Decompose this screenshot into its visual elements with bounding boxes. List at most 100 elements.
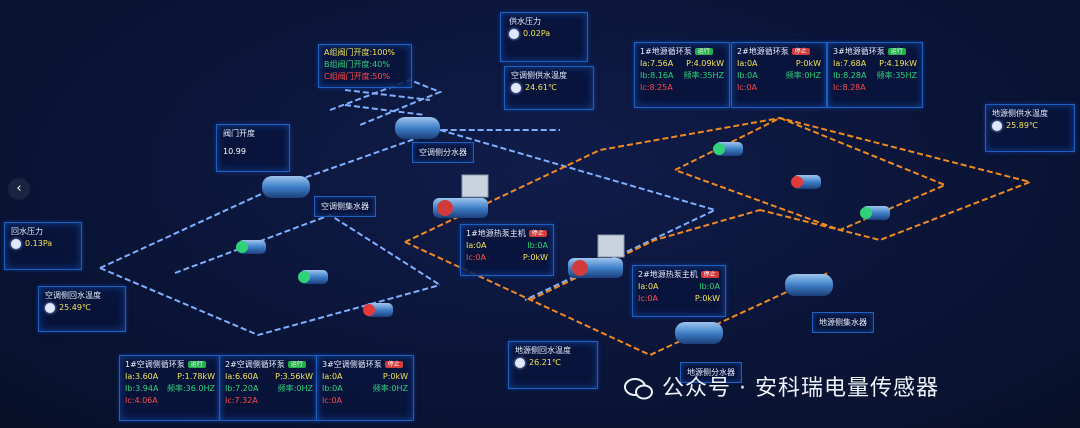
hp1-p: P:0kW <box>522 253 548 262</box>
gsp3-ia: Ia:7.68A <box>833 59 867 68</box>
acp1-ic: Ic:4.06A <box>125 396 158 405</box>
gauge-icon <box>11 238 21 249</box>
acp1-f: 频率:36.0HZ <box>166 384 215 393</box>
ac-pump-3 <box>363 303 393 317</box>
gsp2-ia: Ia:0A <box>737 59 758 68</box>
ac-supply-temp-panel: 空调侧供水温度 24.61℃ <box>504 66 594 110</box>
watermark: 公众号 · 安科瑞电量传感器 <box>624 370 939 402</box>
ac-pipe-main-2 <box>99 267 441 337</box>
gsp2-ib: Ib:0A <box>737 71 758 80</box>
supply-pressure-title: 供水压力 <box>509 17 541 26</box>
gs-pipe-link <box>529 209 761 301</box>
gsp3-ib: Ib:8.28A <box>833 71 867 80</box>
ac-distributor-label: 空调侧分水器 <box>412 142 474 163</box>
gsp1-ia: Ia:7.56A <box>640 59 674 68</box>
gsp2-ic: Ic:0A <box>737 83 758 92</box>
gs-supply-temp-value: 25.89℃ <box>1006 121 1038 130</box>
gsp3-ic: Ic:8.28A <box>833 83 866 92</box>
gsp2-p: P:0kW <box>795 59 821 68</box>
acp3-f: 频率:0HZ <box>372 384 408 393</box>
valve-a-status: A组阀门开度:100% <box>324 48 396 57</box>
status-badge: 停止 <box>528 230 547 237</box>
gs-pump-1-title: 1#地源循环泵 <box>640 47 692 56</box>
back-button[interactable]: ‹ <box>8 178 30 200</box>
gs-pipe-lower <box>404 241 831 357</box>
gs-collector-tank <box>785 274 833 296</box>
ac-pump-1 <box>236 240 266 254</box>
ac-pump-3-title: 3#空调侧循环泵 <box>322 360 382 369</box>
gs-supply-temp-title: 地源侧供水温度 <box>992 109 1048 118</box>
return-pressure-value: 0.13Pa <box>25 239 53 248</box>
gs-supply-temp-panel: 地源侧供水温度 25.89℃ <box>985 104 1075 152</box>
acp2-ia: Ia:6.60A <box>225 372 259 381</box>
acp1-p: P:1.78kW <box>177 372 215 381</box>
ac-pump-1-title: 1#空调侧循环泵 <box>125 360 185 369</box>
ac-pump-2-title: 2#空调侧循环泵 <box>225 360 285 369</box>
status-badge: 运行 <box>187 361 206 368</box>
thermometer-icon <box>992 120 1002 131</box>
valve-opening-value: 10.99 <box>223 147 246 156</box>
ac-valve-pipes <box>329 78 443 126</box>
ac-pump-2 <box>298 270 328 284</box>
ac-valve-pipes-2 <box>344 89 431 116</box>
status-badge: 运行 <box>887 48 906 55</box>
gs-return-temp-panel: 地源侧回水温度 26.21℃ <box>508 341 598 389</box>
gsp1-ic: Ic:8.25A <box>640 83 673 92</box>
acp1-ia: Ia:3.60A <box>125 372 159 381</box>
gs-distributor-tank <box>675 322 723 344</box>
gs-collector-label: 地源侧集水器 <box>812 312 874 333</box>
acp2-ib: Ib:7.20A <box>225 384 259 393</box>
status-badge: 停止 <box>791 48 810 55</box>
thermometer-icon <box>515 357 525 368</box>
status-badge: 运行 <box>694 48 713 55</box>
supply-pressure-value: 0.02Pa <box>523 29 551 38</box>
return-pressure-title: 回水压力 <box>11 227 43 236</box>
gs-pump-2-title: 2#地源循环泵 <box>737 47 789 56</box>
valve-c-status: C组阀门开度:50% <box>324 72 391 81</box>
thermometer-icon <box>45 302 55 313</box>
gauge-icon <box>509 28 519 39</box>
acp3-ic: Ic:0A <box>322 396 343 405</box>
supply-pressure-panel: 供水压力 0.02Pa <box>500 12 588 62</box>
ac-pipe-main-1 <box>99 129 560 269</box>
hp2-ic: Ic:0A <box>638 294 659 303</box>
hp1-ib: Ib:0A <box>527 241 548 250</box>
gs-pipe-main <box>404 116 1034 243</box>
ac-supply-temp-value: 24.61℃ <box>525 83 557 92</box>
gs-return-temp-title: 地源侧回水温度 <box>515 346 571 355</box>
valve-status-panel: A组阀门开度:100% B组阀门开度:40% C组阀门开度:50% <box>318 44 412 88</box>
wechat-icon <box>624 378 653 400</box>
ac-pump-1-panel: 1#空调侧循环泵运行 Ia:3.60A P:1.78kW Ib:3.94A 频率:3… <box>119 355 221 421</box>
ac-return-temp-panel: 空调侧回水温度 25.49℃ <box>38 286 126 332</box>
thermometer-icon <box>511 82 521 93</box>
status-badge: 运行 <box>287 361 306 368</box>
ac-distributor-tank <box>395 117 440 139</box>
acp3-ib: Ib:0A <box>322 384 343 393</box>
gs-distributor-label: 地源侧分水器 <box>680 362 742 383</box>
hp2-ia: Ia:0A <box>638 282 659 291</box>
gs-return-temp-value: 26.21℃ <box>529 358 561 367</box>
gsp3-p: P:4.19kW <box>879 59 917 68</box>
ac-collector-tank <box>262 176 310 198</box>
gs-pipe-loop <box>674 116 948 232</box>
gs-pump-3-title: 3#地源循环泵 <box>833 47 885 56</box>
hp1-ic: Ic:0A <box>466 253 487 262</box>
valve-b-status: B组阀门开度:40% <box>324 60 390 69</box>
acp2-p: P:3.56kW <box>275 372 313 381</box>
heat-pump-unit-1 <box>433 174 489 218</box>
hp2-p: P:0kW <box>694 294 720 303</box>
ac-collector-label: 空调侧集水器 <box>314 196 376 217</box>
watermark-text: 公众号 · 安科瑞电量传感器 <box>662 376 939 401</box>
return-pressure-panel: 回水压力 0.13Pa <box>4 222 82 270</box>
acp2-ic: Ic:7.32A <box>225 396 258 405</box>
status-badge: 停止 <box>384 361 403 368</box>
acp1-ib: Ib:3.94A <box>125 384 159 393</box>
ac-return-temp-value: 25.49℃ <box>59 303 91 312</box>
gs-pump-1 <box>713 142 743 156</box>
